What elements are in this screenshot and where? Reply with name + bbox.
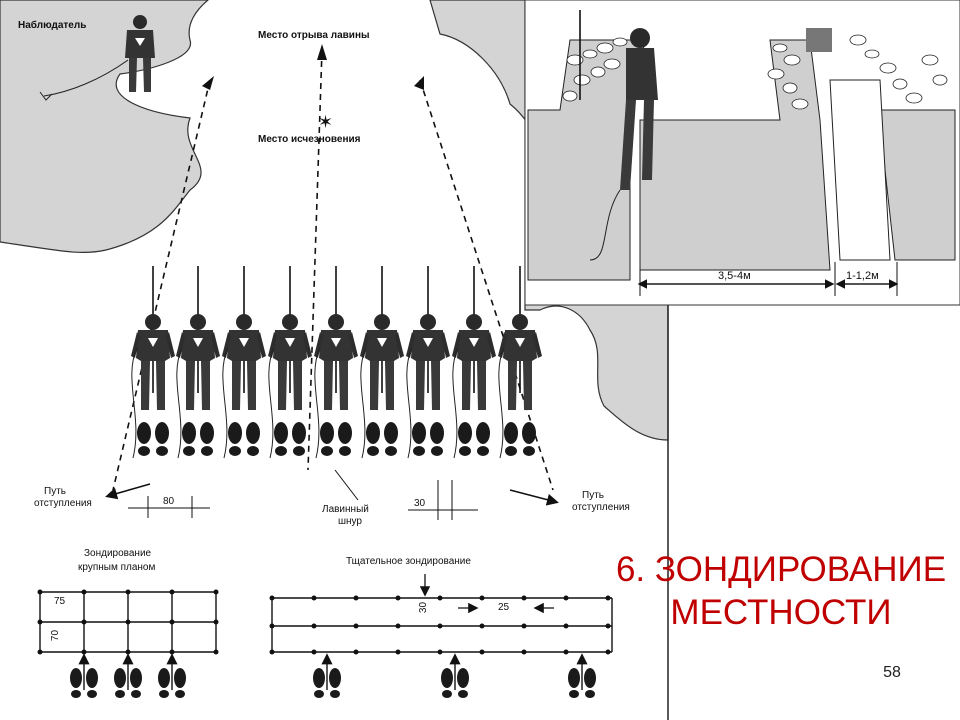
svg-text:✶: ✶ <box>318 112 333 132</box>
scheme-lines: ✶ <box>39 44 554 491</box>
slide-title: 6. ЗОНДИРОВАНИЕ МЕСТНОСТИ <box>606 548 956 634</box>
retreat-path-left-line1: Путь <box>44 486 66 497</box>
observer-label: Наблюдатель <box>18 20 87 31</box>
fine-grid-markers <box>419 574 554 614</box>
trench-side-width-label: 1-1,2м <box>846 270 879 282</box>
retreat-path-right-line1: Путь <box>582 490 604 501</box>
terrain-left <box>0 0 209 254</box>
fine-height-label: 30 <box>418 601 430 614</box>
avalanche-release-label: Место отрыва лавины <box>258 30 370 41</box>
spacing-left-label: 80 <box>163 496 175 507</box>
avalanche-cord-label-line2: шнур <box>338 516 362 527</box>
fine-grid-dots <box>269 595 611 655</box>
slide-title-line1: 6. ЗОНДИРОВАНИЕ <box>615 550 947 589</box>
fine-probing-title: Тщательное зондирование <box>346 556 471 567</box>
trench-main-width-label: 3,5-4м <box>718 270 751 282</box>
coarse-probing-title-line2: крупным планом <box>78 562 156 573</box>
retreat-path-left-line2: отступления <box>34 498 92 509</box>
trench-diagram <box>524 0 960 306</box>
retreat-arrows <box>105 469 559 520</box>
coarse-width-label: 75 <box>54 596 66 607</box>
slide-title-line2: МЕСТНОСТИ <box>670 593 892 632</box>
retreat-path-right-line2: отступления <box>572 502 630 513</box>
page-number: 58 <box>883 664 901 681</box>
coarse-walkers <box>70 653 186 698</box>
disappearance-point-label: Место исчезновения <box>258 134 361 145</box>
coarse-probing-title-line1: Зондирование <box>84 548 152 559</box>
observer-figure <box>125 15 155 92</box>
rescuer-line <box>130 265 543 459</box>
fine-walkers <box>313 653 596 698</box>
fine-width-label: 25 <box>498 602 510 613</box>
coarse-height-label: 70 <box>50 629 62 642</box>
spacing-right-label: 30 <box>414 498 426 509</box>
avalanche-cord-label-line1: Лавинный <box>322 504 369 515</box>
